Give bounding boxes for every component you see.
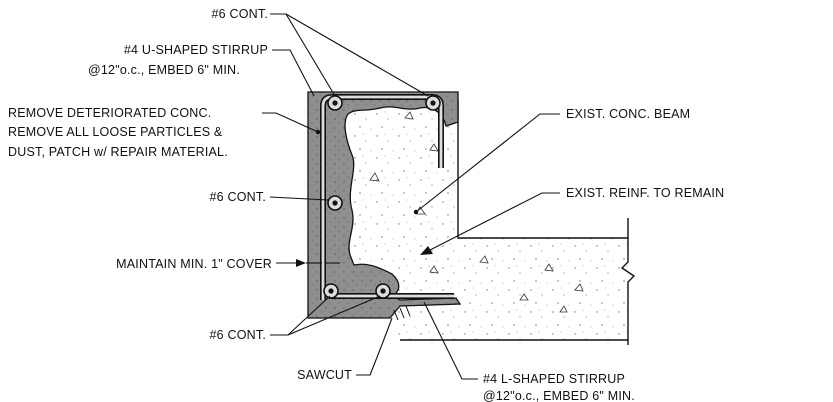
repair-material <box>307 91 462 321</box>
label-remove-line3: DUST, PATCH w/ REPAIR MATERIAL. <box>8 145 228 159</box>
label-u-stirrup-line2: @12"o.c., EMBED 6" MIN. <box>88 63 240 77</box>
leader-lines <box>262 13 560 380</box>
annotation-labels: #6 CONT. #4 U-SHAPED STIRRUP @12"o.c., E… <box>8 7 724 402</box>
label-bottom-cont: #6 CONT. <box>210 328 266 342</box>
label-sawcut: SAWCUT <box>297 368 352 382</box>
label-mid-cont: #6 CONT. <box>210 190 266 204</box>
label-remove-line2: REMOVE ALL LOOSE PARTICLES & <box>8 125 223 139</box>
label-u-stirrup-line1: #4 U-SHAPED STIRRUP <box>124 43 268 57</box>
existing-concrete-beam <box>350 92 636 345</box>
cont-bar-top-left <box>327 95 343 111</box>
cont-bar-top-right <box>425 95 441 111</box>
label-exist-conc-beam: EXIST. CONC. BEAM <box>566 107 690 121</box>
label-top-cont: #6 CONT. <box>212 7 268 21</box>
cont-bar-mid <box>327 195 343 211</box>
cont-bar-bottom-left <box>323 283 339 299</box>
label-remove-line1: REMOVE DETERIORATED CONC. <box>8 106 211 120</box>
label-exist-reinf: EXIST. REINF. TO REMAIN <box>566 186 724 200</box>
label-l-stirrup-line2: @12"o.c., EMBED 6" MIN. <box>483 389 635 402</box>
cont-bar-bottom-right <box>375 283 391 299</box>
label-maintain-cover: MAINTAIN MIN. 1" COVER <box>116 257 272 271</box>
label-l-stirrup-line1: #4 L-SHAPED STIRRUP <box>483 372 625 386</box>
